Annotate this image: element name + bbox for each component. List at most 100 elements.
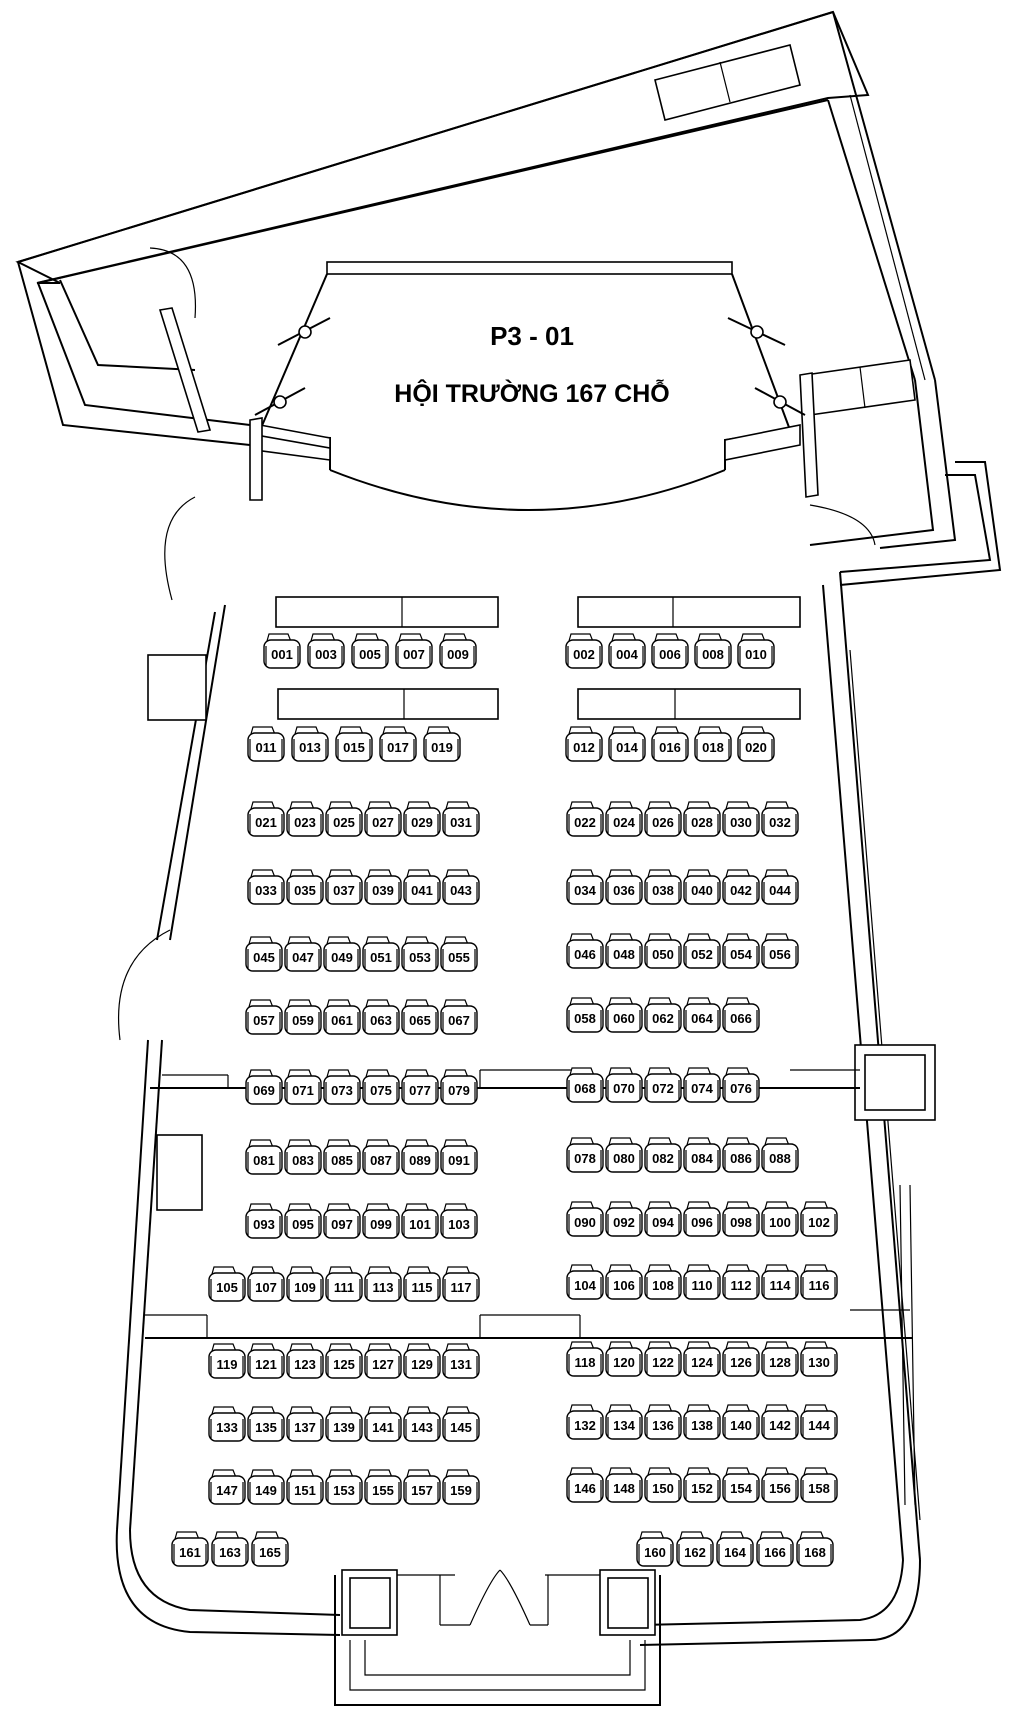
seat-118: 118	[566, 1341, 604, 1377]
seat-number: 024	[613, 815, 635, 830]
seat-cushion	[423, 732, 461, 762]
seat-cushion	[364, 875, 402, 905]
seat-cushion	[247, 807, 285, 837]
seat-083: 083	[284, 1139, 322, 1175]
seat-number: 145	[450, 1420, 472, 1435]
seat-number: 003	[315, 647, 337, 662]
seat-cushion	[566, 1143, 604, 1173]
seat-cushion	[722, 1270, 760, 1300]
seat-038: 038	[644, 869, 682, 905]
seat-122: 122	[644, 1341, 682, 1377]
seat-131: 131	[442, 1343, 480, 1379]
seat-number: 124	[691, 1355, 713, 1370]
seat-number: 021	[255, 815, 277, 830]
seat-004: 004	[608, 633, 646, 669]
seat-number: 129	[411, 1357, 433, 1372]
seat-number: 125	[333, 1357, 355, 1372]
seat-018: 018	[694, 726, 732, 762]
seat-115: 115	[403, 1266, 441, 1302]
seat-059: 059	[284, 999, 322, 1035]
seat-number: 017	[387, 740, 409, 755]
seat-number: 144	[808, 1418, 830, 1433]
seat-022: 022	[566, 801, 604, 837]
speaker-left-bottom	[254, 387, 306, 416]
seat-037: 037	[325, 869, 363, 905]
seat-cushion	[800, 1207, 838, 1237]
seat-number: 039	[372, 883, 394, 898]
seat-007: 007	[395, 633, 433, 669]
seat-cushion	[442, 1349, 480, 1379]
seat-cushion	[644, 1003, 682, 1033]
seat-135: 135	[247, 1406, 285, 1442]
seat-cushion	[644, 1207, 682, 1237]
seat-cushion	[566, 1003, 604, 1033]
seat-cushion	[644, 807, 682, 837]
seat-029: 029	[403, 801, 441, 837]
seat-101: 101	[401, 1203, 439, 1239]
seat-number: 047	[292, 950, 314, 965]
seat-026: 026	[644, 801, 682, 837]
seat-094: 094	[644, 1201, 682, 1237]
seat-165: 165	[251, 1531, 289, 1567]
seat-034: 034	[566, 869, 604, 905]
seat-number: 077	[409, 1083, 431, 1098]
seat-number: 068	[574, 1081, 596, 1096]
seat-number: 029	[411, 815, 433, 830]
seat-163: 163	[211, 1531, 249, 1567]
seat-number: 011	[256, 740, 277, 755]
seat-cushion	[286, 1412, 324, 1442]
seat-number: 059	[292, 1013, 314, 1028]
seat-cushion	[605, 875, 643, 905]
seat-cushion	[307, 639, 345, 669]
seat-162: 162	[676, 1531, 714, 1567]
seat-number: 101	[409, 1217, 431, 1232]
seat-cushion	[247, 1272, 285, 1302]
stage: P3 - 01 HỘI TRƯỜNG 167 CHỖ	[158, 261, 819, 511]
seat-106: 106	[605, 1264, 643, 1300]
seat-number: 030	[730, 815, 752, 830]
seat-number: 055	[448, 950, 470, 965]
seat-number: 128	[769, 1355, 791, 1370]
seat-number: 060	[613, 1011, 635, 1026]
seat-number: 062	[652, 1011, 674, 1026]
seat-046: 046	[566, 933, 604, 969]
seat-cushion	[401, 942, 439, 972]
seat-cushion	[800, 1410, 838, 1440]
room-code: P3 - 01	[490, 321, 574, 351]
seat-020: 020	[737, 726, 775, 762]
seat-cushion	[245, 1005, 283, 1035]
room-name: HỘI TRƯỜNG 167 CHỖ	[394, 378, 669, 408]
seat-cushion	[644, 1347, 682, 1377]
seat-number: 106	[613, 1278, 635, 1293]
seat-086: 086	[722, 1137, 760, 1173]
seat-116: 116	[800, 1264, 838, 1300]
seat-052: 052	[683, 933, 721, 969]
seat-number: 066	[730, 1011, 752, 1026]
seat-cushion	[761, 1347, 799, 1377]
seat-042: 042	[722, 869, 760, 905]
speaker-right-top	[727, 317, 786, 346]
seat-125: 125	[325, 1343, 363, 1379]
seat-166: 166	[756, 1531, 794, 1567]
seat-cushion	[683, 1003, 721, 1033]
seat-cushion	[323, 1075, 361, 1105]
seat-number: 131	[450, 1357, 472, 1372]
seat-cushion	[566, 875, 604, 905]
seat-cushion	[401, 1145, 439, 1175]
seat-033: 033	[247, 869, 285, 905]
seat-019: 019	[423, 726, 461, 762]
seat-068: 068	[566, 1067, 604, 1103]
seat-cushion	[171, 1537, 209, 1567]
seat-number: 071	[292, 1083, 314, 1098]
seat-084: 084	[683, 1137, 721, 1173]
seat-cushion	[722, 1473, 760, 1503]
seat-049: 049	[323, 936, 361, 972]
seat-cushion	[800, 1347, 838, 1377]
seat-cushion	[284, 942, 322, 972]
seat-048: 048	[605, 933, 643, 969]
seat-number: 160	[644, 1545, 666, 1560]
seat-cushion	[722, 1207, 760, 1237]
seat-012: 012	[565, 726, 603, 762]
seat-number: 049	[331, 950, 353, 965]
seat-number: 033	[255, 883, 277, 898]
